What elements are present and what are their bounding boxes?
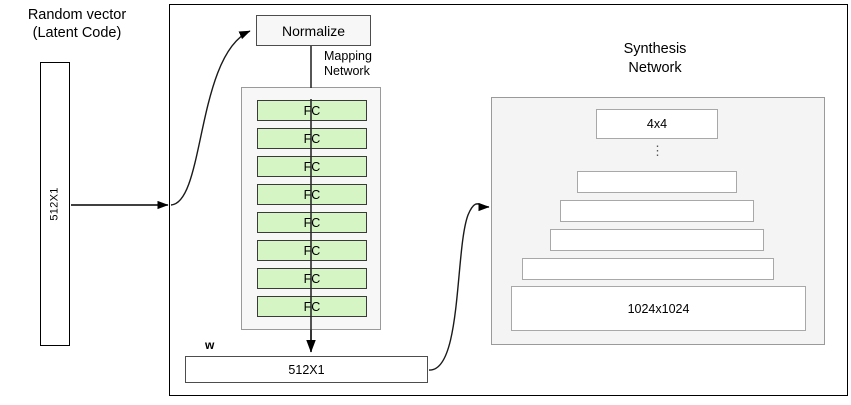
synthesis-network-panel: 4x4 ⋮ 1024x1024	[491, 97, 825, 345]
fc-layer-3: FC	[257, 156, 367, 177]
fc-layer-7: FC	[257, 268, 367, 289]
fc-layer-8: FC	[257, 296, 367, 317]
synthesis-block-4	[550, 229, 764, 251]
synthesis-ellipsis: ⋮	[651, 143, 665, 158]
synthesis-block-1024x1024: 1024x1024	[511, 286, 806, 331]
w-vector-label: w	[205, 338, 215, 352]
generator-outer-frame	[169, 4, 848, 396]
synthesis-block-4x4: 4x4	[596, 109, 718, 139]
latent-vector-label: 512X1	[49, 187, 61, 221]
normalize-label: Normalize	[281, 22, 345, 39]
synthesis-block-2	[577, 171, 737, 193]
fc-layer-2: FC	[257, 128, 367, 149]
fc-layer-6: FC	[257, 240, 367, 261]
w-vector-size-label: 512X1	[288, 362, 325, 377]
fc-layer-5: FC	[257, 212, 367, 233]
fc-layer-1: FC	[257, 100, 367, 121]
mapping-network-label: Mapping Network	[324, 49, 372, 78]
synthesis-block-5	[522, 258, 774, 280]
synthesis-block-3	[560, 200, 754, 222]
synthesis-network-label: Synthesis Network	[623, 41, 687, 76]
latent-vector-box: 512X1	[40, 62, 70, 346]
mapping-network-panel: FC FC FC FC FC FC FC FC	[241, 87, 381, 330]
normalize-box: Normalize	[256, 15, 371, 46]
w-vector-box: 512X1	[185, 356, 428, 383]
fc-layer-4: FC	[257, 184, 367, 205]
random-vector-caption: Random vector (Latent Code)	[27, 7, 127, 41]
